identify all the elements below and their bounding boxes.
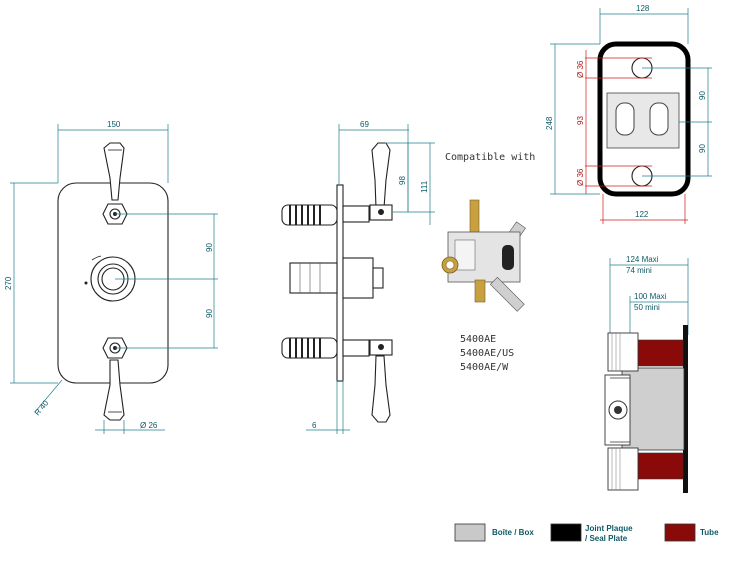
front-view: 150 270 90 90 R 40 Ø 26 xyxy=(4,120,218,434)
box-body xyxy=(621,367,685,451)
box-view: 124 Maxi 74 mini 100 Maxi 50 mini xyxy=(604,255,689,493)
box-inner-min: 50 mini xyxy=(634,303,660,312)
box-inner-max: 100 Maxi xyxy=(634,292,667,301)
side-view: 69 98 111 6 xyxy=(281,120,435,434)
seal-right-upper: 90 xyxy=(698,91,707,100)
side-height-a: 98 xyxy=(398,176,407,185)
seal-right-lower: 90 xyxy=(698,144,707,153)
tube-upper xyxy=(637,339,684,367)
compatible-title: Compatible with xyxy=(445,152,535,163)
front-width-label: 150 xyxy=(107,120,121,129)
legend-label-tube: Tube xyxy=(700,528,719,537)
side-plate-label: 6 xyxy=(312,421,317,430)
legend-label-box: Boîte / Box xyxy=(492,528,534,537)
legend: Boîte / Box Joint Plaque / Seal Plate Tu… xyxy=(454,523,719,543)
side-depth-label: 69 xyxy=(360,120,369,129)
compatible-model-3: 5400AE/W xyxy=(460,362,509,373)
box-outer-max: 124 Maxi xyxy=(626,255,659,264)
seal-hole-bottom: Ø 36 xyxy=(576,168,585,186)
seal-center: 93 xyxy=(576,116,585,125)
compatible-model-2: 5400AE/US xyxy=(460,348,514,359)
tube-lower xyxy=(637,452,684,480)
front-diameter-label: Ø 26 xyxy=(140,421,158,430)
legend-label-seal-2: / Seal Plate xyxy=(585,534,628,543)
legend-swatch-tube xyxy=(664,523,696,542)
side-height-b: 111 xyxy=(420,180,429,193)
front-height-label: 270 xyxy=(4,276,13,290)
front-spacing-lower: 90 xyxy=(205,309,214,318)
front-radius-label: R 40 xyxy=(33,398,51,417)
seal-hole-top: Ø 36 xyxy=(576,60,585,78)
side-upper-lever xyxy=(371,142,391,209)
legend-swatch-seal xyxy=(550,523,582,542)
compatible-model-1: 5400AE xyxy=(460,334,496,345)
legend-swatch-box xyxy=(454,523,486,542)
seal-height: 248 xyxy=(545,116,554,130)
side-plate xyxy=(336,184,344,382)
compatible-block: Compatible with 5400AE 5400AE/US 5400AE/… xyxy=(441,152,535,373)
upper-lever xyxy=(103,142,125,201)
valve-body-image xyxy=(441,199,526,312)
lower-lever xyxy=(103,359,125,421)
box-outer-min: 74 mini xyxy=(626,266,652,275)
legend-label-seal-1: Joint Plaque xyxy=(585,524,633,533)
front-spacing-upper: 90 xyxy=(205,243,214,252)
seal-width-bottom: 122 xyxy=(635,210,649,219)
seal-width-top: 128 xyxy=(636,4,650,13)
side-lower-lever xyxy=(371,355,391,423)
seal-plate-view: 128 248 Ø 36 Ø 36 93 90 90 122 xyxy=(545,4,712,224)
